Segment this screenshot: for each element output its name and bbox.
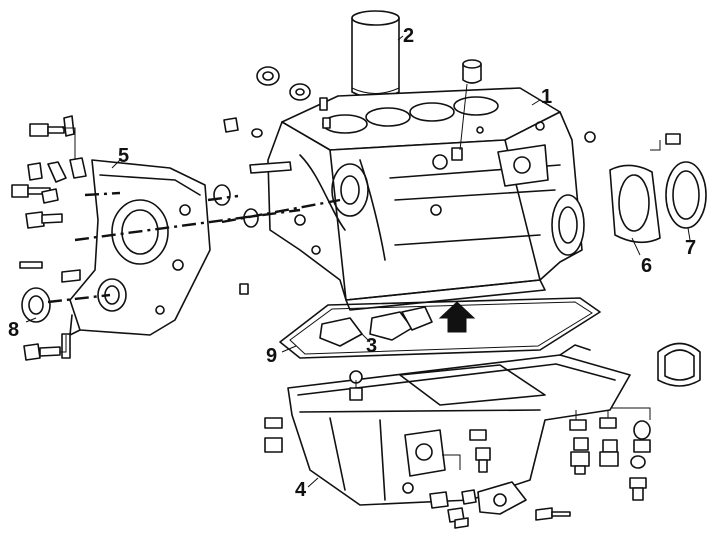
rear-crankshaft-seal [665, 161, 707, 229]
front-cover-fasteners [11, 115, 231, 361]
cylinder-block [267, 87, 585, 311]
callout-7: 7 [685, 237, 696, 259]
callout-8: 8 [8, 319, 19, 341]
oil-pan-fasteners [264, 370, 651, 529]
alignment-lines [47, 191, 341, 304]
callout-6: 6 [641, 255, 652, 277]
oil-pan [287, 344, 631, 506]
timing-cover [69, 159, 211, 336]
oil-pan-gasket [279, 297, 601, 359]
pickup-gasket [657, 342, 701, 387]
main-bearing-caps [319, 306, 433, 347]
block-small-parts [223, 59, 596, 295]
rear-seal-housing [609, 133, 681, 244]
callout-5: 5 [118, 145, 129, 167]
callout-2: 2 [403, 25, 414, 47]
callout-9: 9 [266, 345, 277, 367]
callout-3: 3 [366, 335, 377, 357]
leader-lines [25, 35, 691, 488]
callout-1: 1 [541, 86, 552, 108]
cylinder-liner [351, 10, 400, 99]
assembly-direction-arrow [438, 301, 476, 333]
crankshaft-front-seal [21, 287, 51, 323]
callout-4: 4 [295, 479, 307, 501]
